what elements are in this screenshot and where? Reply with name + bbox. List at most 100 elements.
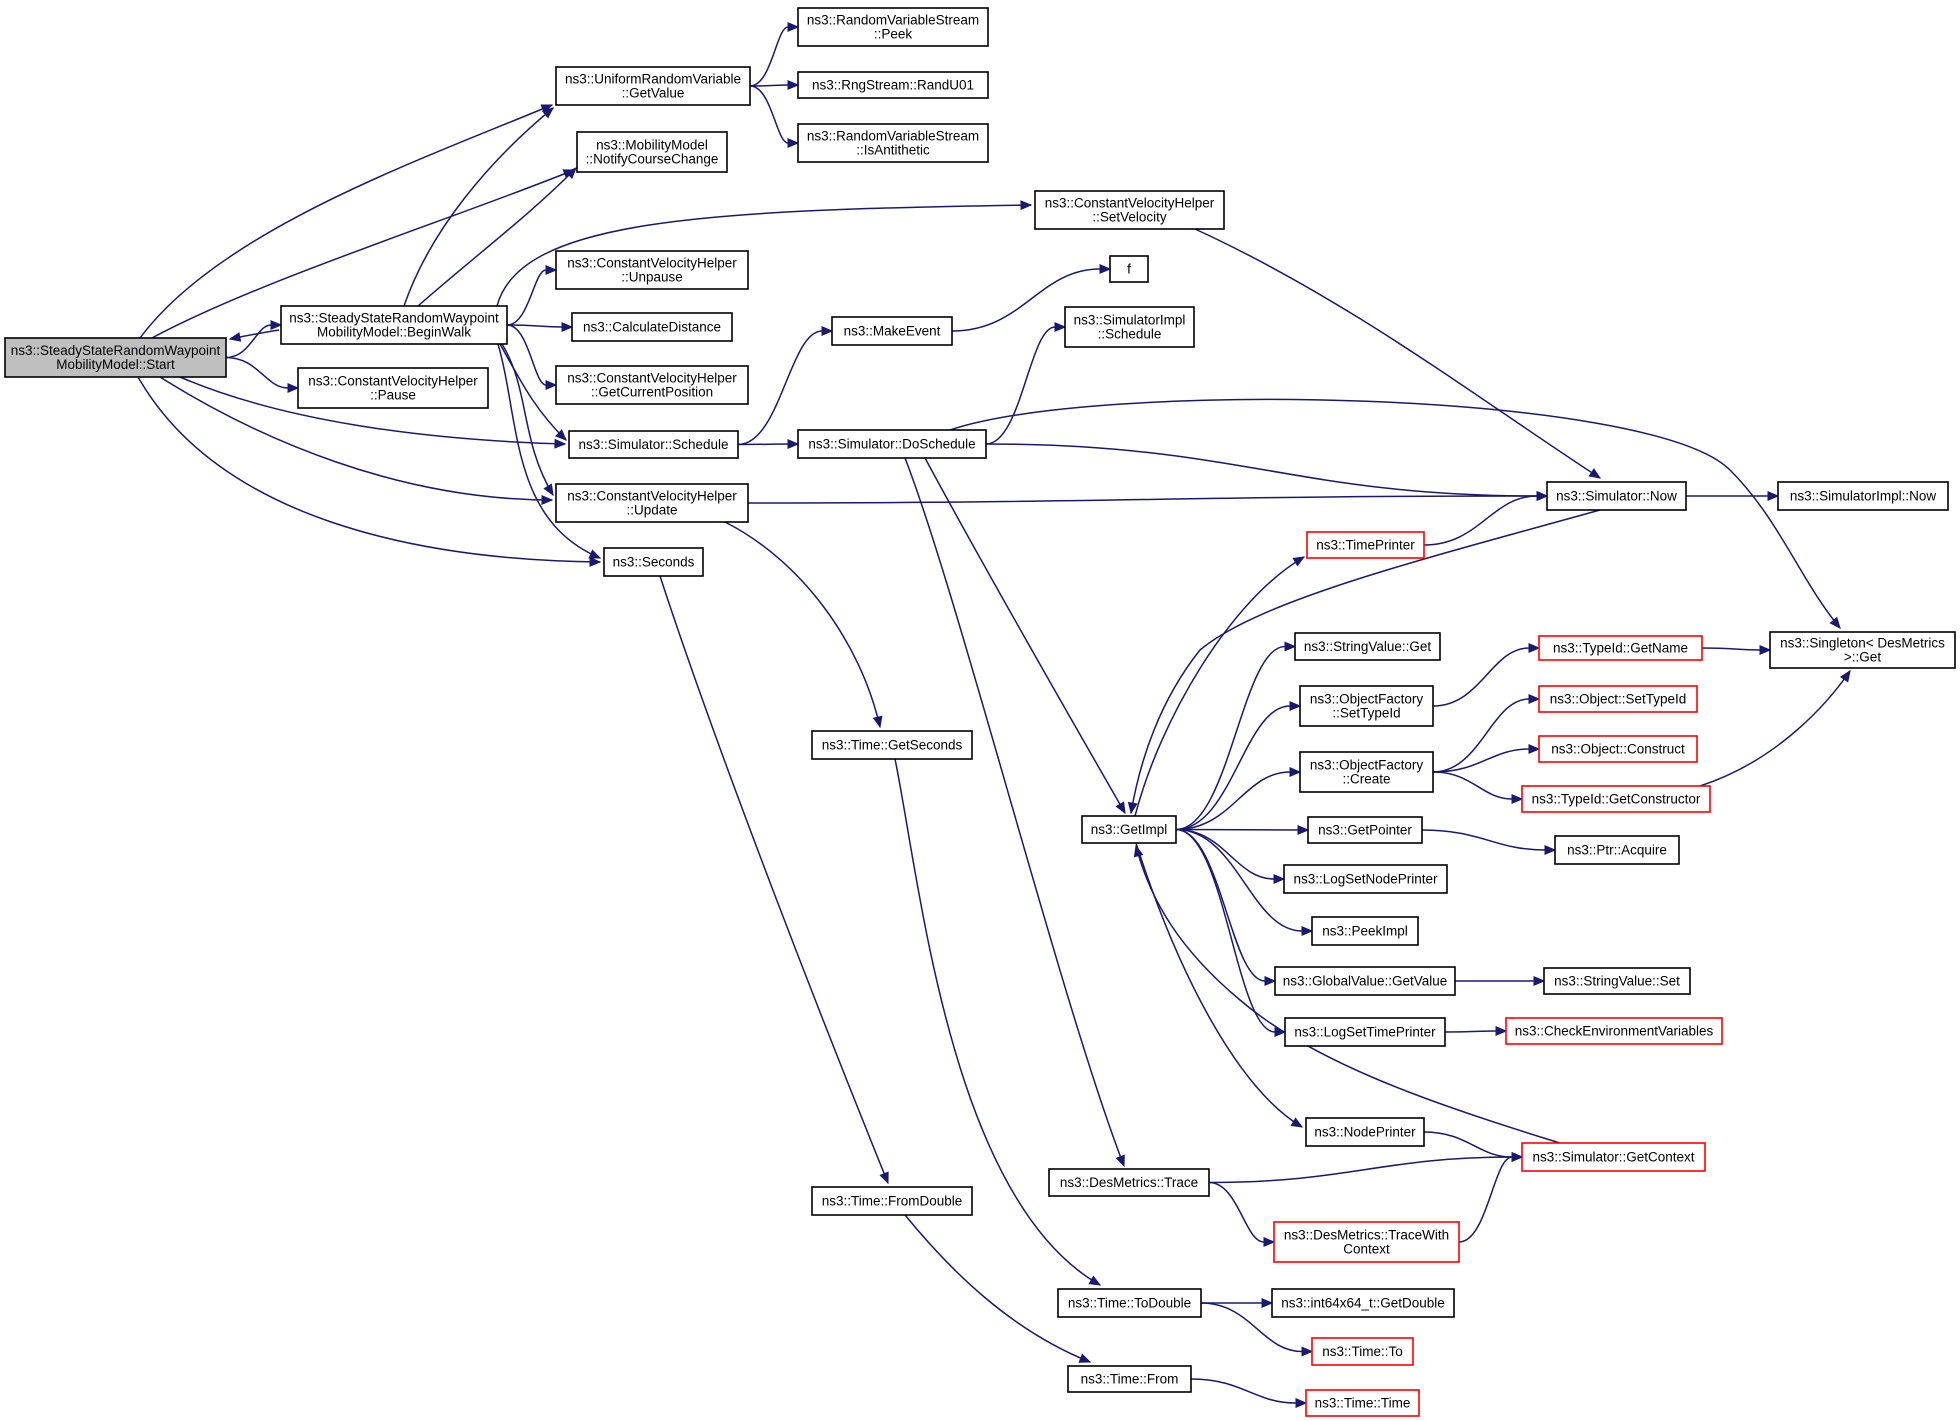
node-time-from[interactable]: ns3::Time::From xyxy=(1067,1365,1192,1393)
node-logsettimeprinter[interactable]: ns3::LogSetTimePrinter xyxy=(1284,1017,1446,1047)
node-object-settypeid[interactable]: ns3::Object::SetTypeId xyxy=(1538,685,1698,713)
node-dm-trace[interactable]: ns3::DesMetrics::Trace xyxy=(1048,1168,1210,1197)
edge-arrowhead xyxy=(588,549,602,559)
edge-line xyxy=(1701,647,1761,651)
node-label: f xyxy=(1127,262,1131,277)
node-rvs-peek[interactable]: ns3::RandomVariableStream::Peek xyxy=(797,7,989,47)
node-rvs-isantithetic[interactable]: ns3::RandomVariableStream::IsAntithetic xyxy=(797,123,989,163)
node-int64-getdouble[interactable]: ns3::int64x64_t::GetDouble xyxy=(1271,1288,1455,1318)
node-sim-schedule[interactable]: ns3::Simulator::Schedule xyxy=(568,430,739,459)
node-time-to[interactable]: ns3::Time::To xyxy=(1311,1337,1414,1366)
edge-dm_tracewith-to-sim_getcontext xyxy=(1458,1152,1524,1243)
node-timeprinter[interactable]: ns3::TimePrinter xyxy=(1306,531,1425,559)
node-time-todouble[interactable]: ns3::Time::ToDouble xyxy=(1057,1288,1202,1318)
edge-arrowhead xyxy=(1115,1154,1125,1168)
edge-uniform_getvalue-to-rng_randu01 xyxy=(749,80,800,90)
node-time-time[interactable]: ns3::Time::Time xyxy=(1305,1389,1420,1417)
node-simimpl-schedule[interactable]: ns3::SimulatorImpl::Schedule xyxy=(1064,306,1195,348)
edge-seconds-to-time_fromdouble xyxy=(659,575,889,1185)
edge-getimpl-to-peekimpl xyxy=(1175,828,1314,936)
node-of-settypeid[interactable]: ns3::ObjectFactory::SetTypeId xyxy=(1299,685,1434,727)
node-typeid-getctor[interactable]: ns3::TypeId::GetConstructor xyxy=(1521,785,1711,813)
edge-line xyxy=(501,343,554,496)
edge-beginwalk-to-mm_notify xyxy=(417,167,577,307)
node-label: ns3::SteadyStateRandomWaypoint xyxy=(11,343,221,358)
edge-line xyxy=(1175,705,1291,831)
node-peekimpl[interactable]: ns3::PeekImpl xyxy=(1311,916,1419,946)
node-f[interactable]: f xyxy=(1109,255,1149,283)
edge-dm_trace-to-dm_tracewith xyxy=(1208,1181,1276,1247)
edge-typeid_getname-to-singleton_get xyxy=(1701,645,1772,655)
node-typeid-getname[interactable]: ns3::TypeId::GetName xyxy=(1538,635,1703,661)
node-label: ns3::TypeId::GetConstructor xyxy=(1532,792,1701,807)
node-checkenv[interactable]: ns3::CheckEnvironmentVariables xyxy=(1505,1017,1723,1045)
node-cvh-update[interactable]: ns3::ConstantVelocityHelper::Update xyxy=(555,483,749,523)
edge-getimpl-to-gv_getvalue xyxy=(1175,828,1277,986)
node-makeevent[interactable]: ns3::MakeEvent xyxy=(831,316,953,346)
node-simimpl-now[interactable]: ns3::SimulatorImpl::Now xyxy=(1777,481,1949,511)
node-gv-getvalue[interactable]: ns3::GlobalValue::GetValue xyxy=(1274,966,1456,996)
edge-time_getseconds-to-time_todouble xyxy=(894,758,1102,1286)
node-stringvalue-get[interactable]: ns3::StringValue::Get xyxy=(1294,632,1441,661)
edge-arrowhead xyxy=(1127,801,1138,815)
node-getimpl[interactable]: ns3::GetImpl xyxy=(1081,815,1177,844)
edge-arrowhead xyxy=(555,429,567,441)
edge-arrowhead xyxy=(270,320,283,330)
node-sim-getcontext[interactable]: ns3::Simulator::GetContext xyxy=(1521,1142,1706,1172)
node-time-fromdouble[interactable]: ns3::Time::FromDouble xyxy=(811,1186,973,1216)
node-getpointer[interactable]: ns3::GetPointer xyxy=(1307,816,1423,844)
edge-beginwalk-to-seconds xyxy=(497,343,602,559)
node-cvh-setvelocity[interactable]: ns3::ConstantVelocityHelper::SetVelocity xyxy=(1034,190,1225,230)
edge-arrowhead xyxy=(1290,1117,1304,1128)
node-mm-notify[interactable]: ns3::MobilityModel::NotifyCourseChange xyxy=(576,131,728,173)
node-label: ns3::ConstantVelocityHelper xyxy=(567,256,737,271)
node-label: ns3::CheckEnvironmentVariables xyxy=(1515,1024,1714,1039)
node-logsetnodeprinter[interactable]: ns3::LogSetNodePrinter xyxy=(1283,864,1448,894)
edge-sim_now-to-simimpl_now xyxy=(1686,491,1780,501)
node-time-getseconds[interactable]: ns3::Time::GetSeconds xyxy=(811,730,973,760)
node-label: ns3::SimulatorImpl::Now xyxy=(1790,489,1937,504)
edge-of_create-to-object_construct xyxy=(1432,744,1541,773)
node-box xyxy=(831,316,953,346)
edge-line xyxy=(747,495,1538,504)
node-label: ns3::NodePrinter xyxy=(1314,1125,1416,1140)
edge-arrowhead xyxy=(1295,1398,1308,1408)
node-nodeprinter[interactable]: ns3::NodePrinter xyxy=(1305,1117,1425,1147)
node-sim-doschedule[interactable]: ns3::Simulator::DoSchedule xyxy=(797,429,987,459)
edge-arrowhead xyxy=(1099,264,1112,274)
edge-root-to-uniform_getvalue xyxy=(139,104,554,339)
node-calcdist[interactable]: ns3::CalculateDistance xyxy=(571,312,733,342)
node-of-create[interactable]: ns3::ObjectFactory::Create xyxy=(1299,751,1434,793)
edge-line xyxy=(904,1214,1091,1363)
node-box xyxy=(568,430,739,459)
node-stringvalue-set[interactable]: ns3::StringValue::Set xyxy=(1543,967,1691,995)
node-cvh-unpause[interactable]: ns3::ConstantVelocityHelper::Unpause xyxy=(555,250,749,290)
node-ptr-acquire[interactable]: ns3::Ptr::Acquire xyxy=(1554,835,1680,865)
edge-line xyxy=(403,107,554,307)
edge-line xyxy=(1432,647,1530,707)
edge-line xyxy=(139,104,553,339)
node-object-construct[interactable]: ns3::Object::Construct xyxy=(1538,735,1698,763)
node-cvh-pause[interactable]: ns3::ConstantVelocityHelper::Pause xyxy=(297,367,489,409)
node-box xyxy=(1538,685,1698,713)
edge-line xyxy=(924,457,1126,814)
node-rng-randu01[interactable]: ns3::RngStream::RandU01 xyxy=(797,71,989,99)
node-label: MobilityModel::Start xyxy=(56,357,175,372)
node-singleton-get[interactable]: ns3::Singleton< DesMetrics>::Get xyxy=(1769,631,1956,669)
node-beginwalk[interactable]: ns3::SteadyStateRandomWaypointMobilityMo… xyxy=(280,305,508,345)
edge-arrowhead xyxy=(879,1171,889,1185)
node-cvh-getcurpos[interactable]: ns3::ConstantVelocityHelper::GetCurrentP… xyxy=(555,365,749,405)
edge-line xyxy=(137,376,601,563)
edge-arrowhead xyxy=(1054,322,1067,332)
node-label: ns3::DesMetrics::Trace xyxy=(1060,1175,1198,1190)
node-sim-now[interactable]: ns3::Simulator::Now xyxy=(1546,481,1687,511)
node-uniform-getvalue[interactable]: ns3::UniformRandomVariable::GetValue xyxy=(555,66,751,106)
edge-line xyxy=(1423,495,1538,546)
node-label: ns3::GetImpl xyxy=(1091,822,1168,837)
node-label: ns3::StringValue::Set xyxy=(1554,974,1680,989)
edge-sim_now-to-getimpl xyxy=(1127,509,1601,815)
node-label: ns3::Object::Construct xyxy=(1551,742,1685,757)
edge-dm_trace-to-sim_getcontext xyxy=(1208,1152,1524,1184)
node-seconds[interactable]: ns3::Seconds xyxy=(603,547,704,577)
